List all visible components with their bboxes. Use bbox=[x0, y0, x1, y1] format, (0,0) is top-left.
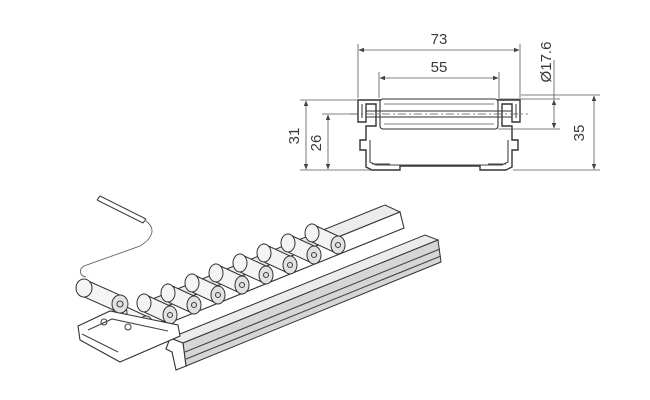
axle-rod bbox=[96, 195, 147, 224]
assembly-roller bbox=[160, 283, 202, 315]
cross-section-view: 73 55 Ø17.6 31 26 35 bbox=[286, 31, 600, 171]
side-plate-hole-2 bbox=[124, 323, 132, 331]
side-plate bbox=[77, 310, 181, 363]
assembly-roller bbox=[304, 223, 346, 255]
dim-35-label: 35 bbox=[571, 125, 588, 142]
side-plate-hole-1 bbox=[100, 318, 108, 326]
assembly-roller bbox=[208, 263, 250, 295]
assembly-roller bbox=[280, 233, 322, 265]
rail-profile-outline bbox=[357, 99, 521, 171]
dim-55-label: 55 bbox=[431, 59, 448, 76]
side-plate-inner bbox=[81, 318, 169, 353]
dim-73-label: 73 bbox=[431, 31, 448, 48]
assembly-roller bbox=[256, 243, 298, 275]
assembly-view bbox=[75, 195, 442, 371]
assembly-roller bbox=[184, 273, 226, 305]
assembly-roller bbox=[136, 293, 178, 325]
rail-front-groove bbox=[184, 248, 442, 360]
dim-26-label: 26 bbox=[308, 135, 325, 152]
assembly-roller bbox=[232, 253, 274, 285]
bent-wire bbox=[80, 220, 153, 278]
rail-profile-inner bbox=[361, 104, 517, 166]
dim-31-label: 31 bbox=[286, 128, 303, 145]
rail-end-face bbox=[165, 337, 187, 371]
dim-dia-label: Ø17.6 bbox=[538, 42, 555, 83]
loose-roller bbox=[75, 278, 129, 314]
